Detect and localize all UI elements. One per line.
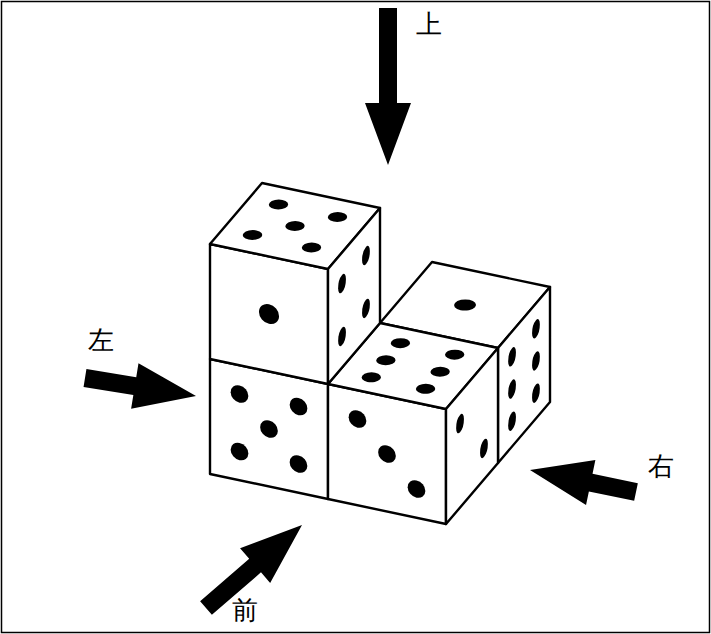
- die-pip: [266, 198, 292, 211]
- die-pip: [532, 348, 540, 374]
- die-pip: [373, 354, 399, 367]
- die-pip: [532, 316, 540, 342]
- face-outline: [498, 287, 550, 463]
- die-pip: [231, 384, 249, 405]
- die-pip: [442, 348, 468, 361]
- die-pip: [427, 365, 453, 378]
- die-pip: [480, 435, 488, 461]
- die-pip: [388, 337, 414, 350]
- die-pip: [508, 408, 516, 434]
- die-pip: [359, 371, 385, 384]
- die-pip: [240, 229, 266, 242]
- die-pip: [260, 419, 278, 440]
- view-label: 右: [648, 452, 674, 481]
- die-pip: [508, 376, 516, 402]
- view-arrow: [530, 460, 638, 505]
- face-outline: [328, 208, 380, 384]
- die-pip: [325, 211, 351, 224]
- die-pip: [290, 454, 308, 475]
- die-pip: [408, 479, 426, 500]
- die-pip: [282, 220, 308, 233]
- die-face: [328, 208, 380, 384]
- die-pip: [338, 270, 346, 296]
- view-label: 前: [232, 596, 258, 625]
- view-arrow: [84, 363, 196, 408]
- die-pip: [362, 242, 370, 268]
- die-pip: [378, 444, 396, 465]
- die-pip: [259, 302, 279, 326]
- die-pip: [532, 380, 540, 406]
- die-pip: [456, 410, 464, 436]
- dice-stack: [210, 183, 550, 524]
- die-pip: [338, 323, 346, 349]
- die-pip: [299, 241, 325, 254]
- view-label: 上: [416, 10, 442, 39]
- die-face: [446, 348, 498, 524]
- die-pip: [451, 298, 480, 313]
- die-pip: [362, 295, 370, 321]
- view-arrow: [365, 8, 411, 165]
- die-pip: [413, 382, 439, 395]
- die-pip: [508, 344, 516, 370]
- face-outline: [446, 348, 498, 524]
- die-pip: [349, 409, 367, 430]
- view-label: 左: [88, 326, 114, 355]
- die-pip: [231, 441, 249, 462]
- die-face: [498, 287, 550, 463]
- die-pip: [290, 396, 308, 417]
